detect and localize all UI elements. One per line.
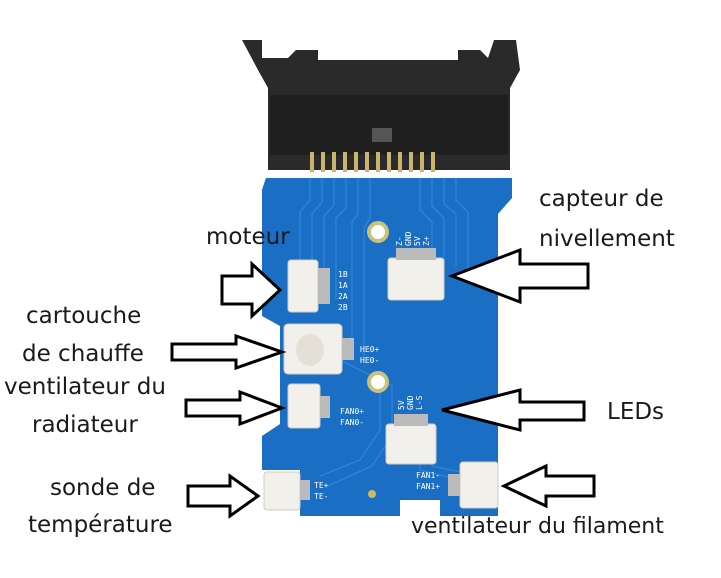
silk-led-pin-3: L-S bbox=[415, 395, 424, 410]
silk-heater-pin-2: HE0- bbox=[360, 356, 379, 365]
silk-te-pin-2: TE- bbox=[314, 492, 328, 501]
arrow-moteur bbox=[220, 260, 283, 320]
arrow-cartouche bbox=[170, 333, 287, 371]
label-ventrad-line1: ventilateur du bbox=[4, 374, 166, 400]
header-pin bbox=[409, 152, 413, 172]
silk-motor-pin-3: 2A bbox=[338, 292, 348, 301]
silk-sensor-pin-1: Z- bbox=[395, 236, 404, 246]
label-cartouche-line1: cartouche bbox=[26, 303, 142, 329]
silkscreen-heater: HE0+ HE0- bbox=[360, 345, 379, 365]
silkscreen-fan0: FAN0+ FAN0- bbox=[340, 407, 364, 427]
header-pin bbox=[332, 152, 336, 172]
silkscreen-fan1: FAN1- FAN1+ bbox=[416, 471, 440, 491]
motor-connector bbox=[287, 259, 330, 313]
silk-led-pin-2: GND bbox=[406, 395, 415, 410]
arrow-leds bbox=[441, 388, 586, 432]
header-pin bbox=[321, 152, 325, 172]
mounting-hole-mid bbox=[367, 371, 389, 393]
header-pin bbox=[387, 152, 391, 172]
led-connector bbox=[385, 414, 437, 465]
silk-motor-pin-2: 1A bbox=[338, 281, 348, 290]
label-cartouche-line2: de chauffe bbox=[22, 341, 144, 367]
silkscreen-motor: 1B 1A 2A 2B bbox=[338, 270, 348, 312]
fan0-connector bbox=[287, 383, 330, 429]
arrow-ventilateur-filament bbox=[500, 463, 596, 509]
arrow-ventilateur-radiateur bbox=[184, 389, 287, 427]
pcb-notch bbox=[262, 178, 266, 200]
silk-te-pin-1: TE+ bbox=[314, 481, 329, 490]
arrow-capteur bbox=[447, 247, 590, 305]
header-pin bbox=[376, 152, 380, 172]
label-ventilateur-filament: ventilateur du filament bbox=[411, 514, 664, 539]
label-ventrad-line2: radiateur bbox=[32, 412, 138, 438]
silk-sensor-pin-3: 5V bbox=[413, 236, 422, 246]
silk-sensor-pin-4: Z+ bbox=[422, 236, 431, 246]
silk-motor-pin-1: 1B bbox=[338, 270, 348, 279]
header-pin bbox=[365, 152, 369, 172]
silk-heater-pin-1: HE0+ bbox=[360, 345, 379, 354]
silk-fan0-pin-2: FAN0- bbox=[340, 418, 364, 427]
header-pin bbox=[398, 152, 402, 172]
sensor-connector bbox=[387, 248, 445, 301]
idc-header-connector bbox=[242, 40, 520, 172]
label-sonde-line2: température bbox=[28, 512, 173, 538]
label-moteur: moteur bbox=[206, 224, 290, 250]
silk-fan1-pin-2: FAN1+ bbox=[416, 482, 440, 491]
silkscreen-te: TE+ TE- bbox=[314, 481, 329, 501]
header-pin bbox=[310, 152, 314, 172]
label-leds: LEDs bbox=[607, 399, 665, 425]
heater-connector bbox=[283, 323, 354, 375]
te-connector bbox=[263, 471, 310, 511]
arrow-sonde bbox=[186, 473, 261, 519]
mounting-hole-top bbox=[367, 221, 389, 243]
header-pin bbox=[431, 152, 435, 172]
silk-motor-pin-4: 2B bbox=[338, 303, 348, 312]
silkscreen-led: 5V GND L-S bbox=[397, 395, 424, 410]
fan1-connector bbox=[448, 461, 499, 509]
label-capteur-line1: capteur de bbox=[539, 186, 664, 212]
label-sonde-line1: sonde de bbox=[50, 475, 156, 501]
silk-sensor-pin-2: GND bbox=[404, 231, 413, 246]
label-capteur-line2: nivellement bbox=[539, 226, 675, 252]
silkscreen-sensor: Z- GND 5V Z+ bbox=[395, 231, 431, 246]
header-pin bbox=[420, 152, 424, 172]
header-pin bbox=[354, 152, 358, 172]
header-pin bbox=[343, 152, 347, 172]
silk-fan1-pin-1: FAN1- bbox=[416, 471, 440, 480]
silk-fan0-pin-1: FAN0+ bbox=[340, 407, 364, 416]
silk-led-pin-1: 5V bbox=[397, 400, 406, 410]
test-pad bbox=[368, 490, 376, 498]
